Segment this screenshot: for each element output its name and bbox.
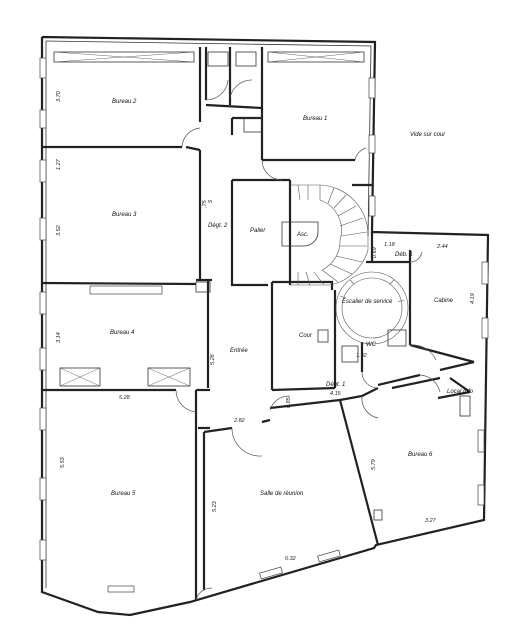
label-local-info: Local Info (447, 389, 474, 395)
label-cabine: Cabine (434, 298, 454, 304)
dim-1-92: 1.92 (356, 353, 367, 359)
label-entree: Entrée (230, 348, 248, 354)
room-labels: Bureau 2 Bureau 1 Vide sur cour Bureau 3… (110, 99, 474, 497)
dim-3-27: 3.27 (425, 518, 437, 524)
dim-5-28-vertical: 5.28 (210, 353, 216, 365)
windows (39, 57, 489, 593)
dim-2-44: 2.44 (436, 244, 448, 250)
label-palier: Palier (250, 228, 266, 234)
label-escalier-de-service: Escalier de service (342, 299, 393, 305)
dim-3-70: 3.70 (56, 90, 62, 102)
dim-5-53: 5.53 (60, 456, 66, 468)
cupboards (53, 51, 365, 387)
dim-5-23: 5.23 (212, 500, 218, 512)
dim-5-28-horizontal: 5.28 (119, 395, 131, 401)
label-degt-1: Dégt. 1 (326, 382, 345, 388)
dim-0-69: 0.69 (372, 247, 378, 258)
outer-walls (40, 35, 490, 617)
dim-6-32: 6.32 (285, 556, 296, 562)
dim-5: 5 (208, 199, 214, 203)
label-wc: WC (366, 342, 377, 348)
doors (175, 79, 441, 601)
label-degt-2: Dégt. 2 (208, 223, 228, 229)
dim-2-82: 2.82 (233, 418, 245, 424)
label-bureau-6: Bureau 6 (408, 452, 433, 458)
dim-1-27: 1.27 (56, 158, 62, 170)
fixtures (195, 117, 471, 521)
label-vide-sur-cour: Vide sur cour (410, 132, 446, 138)
dim-3-52: 3.52 (56, 225, 62, 236)
label-bureau-2: Bureau 2 (112, 99, 137, 105)
label-ascenseur: Asc. (296, 232, 309, 238)
dimension-labels: 3.70 1.27 3.52 ,75 5 0.69 1.18 2.44 4.19… (56, 90, 476, 562)
dim-1-18: 1.18 (384, 242, 396, 248)
label-bureau-5: Bureau 5 (111, 491, 136, 497)
dim-0-85: 0.85 (286, 396, 292, 408)
dim-3-14: 3.14 (56, 332, 62, 343)
dim-5-79: 5.79 (371, 459, 377, 470)
label-salle-de-reunion: Salle de réunion (260, 491, 304, 497)
dim-4-15: 4.15 (330, 391, 342, 397)
interior-walls (41, 47, 475, 600)
label-bureau-1: Bureau 1 (303, 116, 327, 122)
label-cour: Cour (299, 333, 313, 339)
dim-4-19: 4.19 (470, 293, 476, 304)
service-staircase (335, 271, 409, 345)
label-bureau-4: Bureau 4 (110, 330, 135, 336)
main-staircase (281, 184, 369, 286)
dim-0-75: ,75 (202, 199, 208, 208)
label-deb-1: Déb. 1 (395, 252, 413, 258)
label-bureau-3: Bureau 3 (112, 212, 137, 218)
